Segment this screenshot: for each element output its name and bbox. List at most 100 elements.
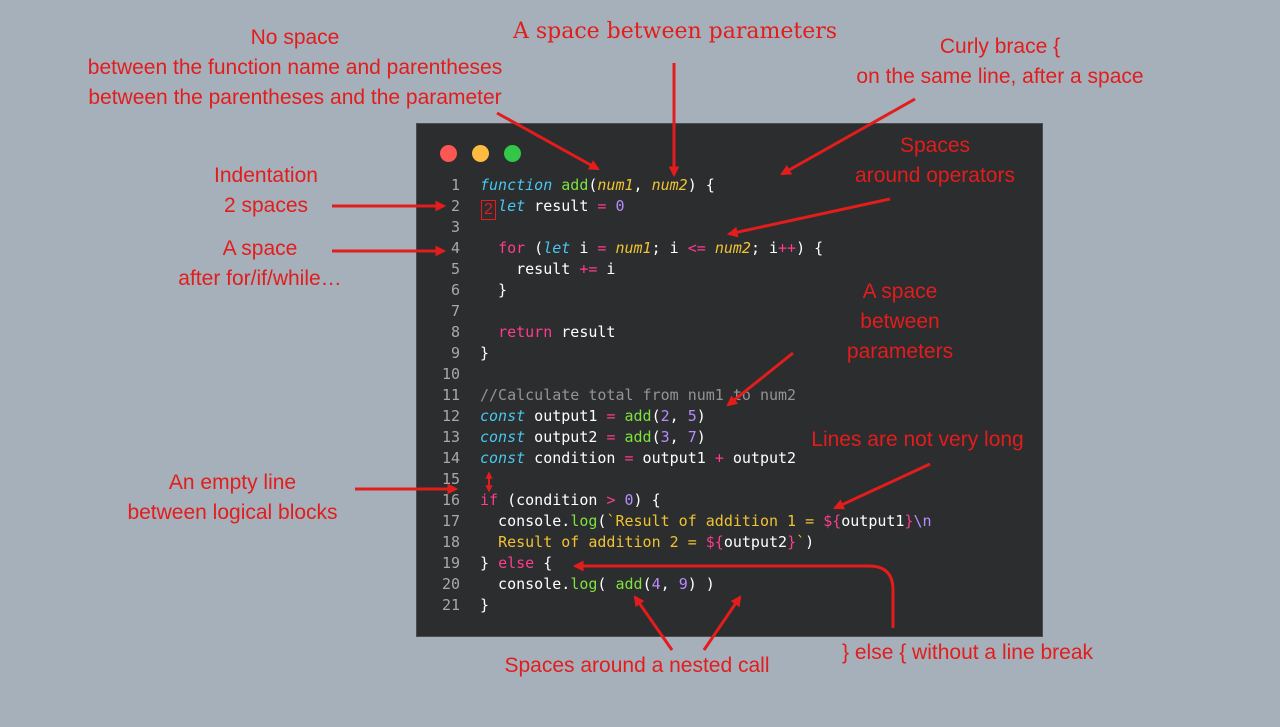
line-number: 10: [441, 365, 460, 383]
code-token: 0: [624, 491, 634, 509]
annotation-line: between the function name and parenthese…: [87, 56, 503, 79]
code-token: log: [570, 575, 598, 593]
code-token: const: [480, 428, 526, 446]
code-line: 21}: [430, 595, 932, 616]
code-token: num1: [597, 176, 634, 194]
annotation-line: Lines are not very long: [811, 428, 1024, 451]
line-number: 6: [450, 281, 460, 299]
line-number: 11: [441, 386, 460, 404]
code-line: 5 result += i: [430, 259, 932, 280]
line-number: 17: [441, 512, 460, 530]
code-line: 17 console.log(`Result of addition 1 = $…: [430, 511, 932, 532]
line-number: 5: [450, 260, 460, 278]
annotation-line: Indentation: [214, 164, 318, 187]
code-token: }: [904, 512, 914, 530]
line-number: 1: [450, 176, 460, 194]
annotation-line: No space: [250, 26, 340, 49]
code-token: }: [480, 554, 499, 572]
code-token: Result of addition 2 =: [498, 533, 706, 551]
code-token: 7: [687, 428, 697, 446]
code-token: ) {: [687, 176, 715, 194]
code-token: (: [651, 407, 661, 425]
close-dot-icon: [440, 145, 457, 162]
annotation-nested-call: Spaces around a nested call: [482, 651, 792, 681]
code-token: log: [570, 512, 598, 530]
annotation-line: after for/if/while…: [178, 267, 342, 290]
code-line: 20 console.log( add(4, 9) ): [430, 574, 932, 595]
code-token: condition: [525, 449, 625, 467]
code-line: 3: [430, 217, 932, 238]
minimize-dot-icon: [472, 145, 489, 162]
annotation-line: An empty line: [168, 471, 297, 494]
line-number: 9: [450, 344, 460, 362]
code-token: 9: [678, 575, 688, 593]
code-token: ): [696, 428, 706, 446]
code-token: ,: [669, 428, 688, 446]
code-token: output1: [633, 449, 715, 467]
line-number: 2: [450, 197, 460, 215]
arrow-params-right: [726, 351, 794, 407]
code-token: (: [642, 575, 652, 593]
annotation-spaces-around-operators: Spaces around operators: [835, 131, 1035, 191]
code-token: let: [498, 197, 526, 215]
code-line: 2 let result = 0: [430, 196, 932, 217]
code-token: num2: [714, 239, 751, 257]
code-token: if: [480, 491, 499, 509]
line-number: 4: [450, 239, 460, 257]
code-token: 3: [660, 428, 670, 446]
indent-marker: 2: [481, 200, 496, 220]
annotation-line: between: [860, 310, 940, 333]
annotation-space-between-parameters-top: A space between parameters: [505, 17, 845, 47]
code-line: 19} else {: [430, 553, 932, 574]
code-token: output1: [841, 512, 905, 530]
code-token: (: [588, 176, 598, 194]
annotation-line: A space between parameters: [512, 19, 838, 44]
code-token: 4: [651, 575, 661, 593]
line-number: 12: [441, 407, 460, 425]
line-number: 3: [450, 218, 460, 236]
code-token: =: [597, 239, 607, 257]
code-token: ,: [660, 575, 679, 593]
code-token: (: [651, 428, 661, 446]
code-line: 8 return result: [430, 322, 932, 343]
code-token: (: [597, 512, 607, 530]
annotation-line: Curly brace {: [939, 35, 1061, 58]
code-token: 0: [615, 197, 625, 215]
code-token: ; i: [651, 239, 688, 257]
code-token: output2: [723, 533, 788, 551]
code-line: 4 for (let i = num1; i <= num2; i++) {: [430, 238, 932, 259]
code-token: num1: [615, 239, 652, 257]
code-token: const: [480, 449, 526, 467]
code-line: 7: [430, 301, 932, 322]
code-token: result: [525, 197, 598, 215]
code-token: ) {: [796, 239, 824, 257]
code-token: add: [624, 407, 652, 425]
code-token: =: [606, 428, 616, 446]
code-token: +: [714, 449, 724, 467]
code-token: add: [615, 575, 643, 593]
annotation-else-no-break: } else { without a line break: [815, 638, 1120, 668]
annotation-curly-brace: Curly brace { on the same line, after a …: [830, 32, 1170, 92]
code-token: \n: [913, 512, 932, 530]
arrow-nested-left: [633, 595, 674, 651]
code-token: ${: [823, 512, 842, 530]
code-token: }: [480, 344, 490, 362]
code-token: `: [796, 533, 806, 551]
annotation-space-after-for: A space after for/if/while…: [140, 234, 380, 294]
line-number: 21: [441, 596, 460, 614]
line-number: 8: [450, 323, 460, 341]
annotation-line: 2 spaces: [223, 194, 309, 217]
code-token: ++: [778, 239, 797, 257]
code-token: output2: [723, 449, 797, 467]
code-token: i: [570, 239, 598, 257]
code-token: (: [525, 239, 544, 257]
code-token: +=: [579, 260, 598, 278]
annotation-line: on the same line, after a space: [856, 65, 1144, 88]
code-token: ) ): [687, 575, 715, 593]
line-number: 19: [441, 554, 460, 572]
annotation-line: parameters: [846, 340, 954, 363]
